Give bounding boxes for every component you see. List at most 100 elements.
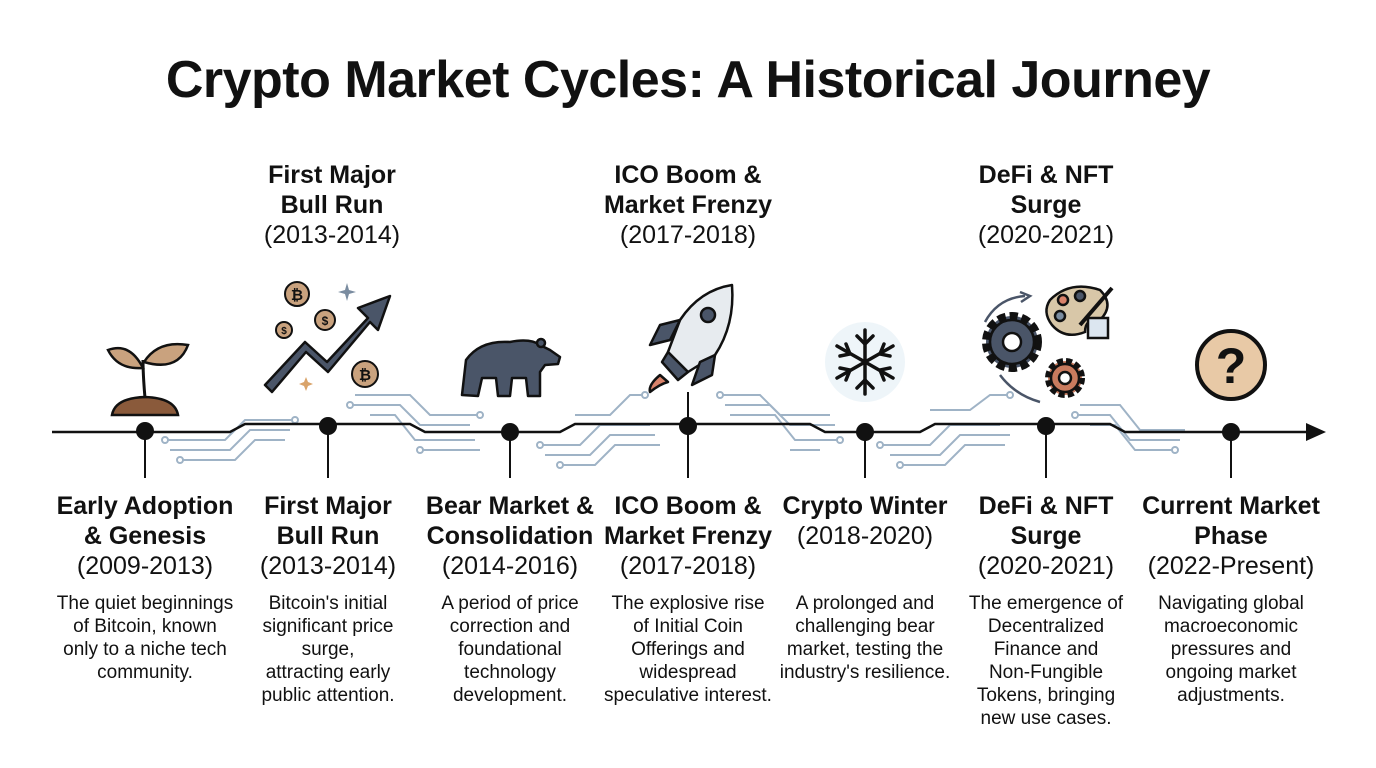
rising-chart-icon: ₿ $ $ ₿ [263,281,392,394]
coin-icon [351,360,379,388]
description-line: development. [452,685,568,706]
description-line: Tokens, bringing [976,685,1116,706]
milestone-years: (2022-Present) [1147,552,1315,580]
node-3 [501,423,519,441]
milestone-2-description: Bitcoin's initial significant price surg… [238,592,418,707]
milestone-name: Surge [1010,522,1082,550]
svg-text:₿: ₿ [291,287,303,304]
circuit-3 [536,391,660,469]
highlight-years: (2017-2018) [619,221,757,249]
milestone-1-description: The quiet beginnings of Bitcoin, known o… [55,592,235,684]
milestone-3-title: Bear Market & Consolidation (2014-2016) [420,491,600,581]
svg-text:$: $ [281,326,287,337]
svg-text:?: ? [1216,338,1247,394]
node-7 [1222,423,1240,441]
milestone-name: Bear Market & [425,492,595,520]
question-icon: ? [1195,329,1267,401]
description-line: The quiet beginnings [56,593,234,614]
sprout-icon [106,342,190,417]
gears-palette-icon [982,285,1114,404]
milestone-6-title: DeFi & NFT Surge (2020-2021) [956,491,1136,581]
description-line: correction and [449,616,571,637]
circuit-5 [876,391,1014,469]
description-line: new use cases. [980,708,1112,729]
milestone-years: (2014-2016) [441,552,579,580]
milestone-name: First Major [264,492,392,520]
milestone-7-description: Navigating global macroeconomic pressure… [1141,592,1321,707]
highlight-name: First Major [268,161,396,189]
svg-text:₿: ₿ [359,367,371,384]
highlight-defi-nft: DeFi & NFT Surge (2020-2021) [951,160,1141,250]
milestone-name: Current Market [1142,492,1320,520]
description-line: challenging bear [795,616,935,637]
milestone-6-description: The emergence of Decentralized Finance a… [956,592,1136,730]
snowflake-icon [825,322,905,402]
milestone-name: Consolidation [426,522,594,550]
bear-icon [460,337,562,398]
milestone-7-title: Current Market Phase (2022-Present) [1141,491,1321,581]
description-line: Bitcoin's initial [268,593,388,614]
description-line: significant price [262,616,394,637]
description-line: Finance and [993,639,1099,660]
description-line: of Initial Coin [633,616,743,637]
milestone-name: Phase [1194,522,1268,550]
milestone-years: (2020-2021) [977,552,1115,580]
highlight-years: (2013-2014) [263,221,401,249]
milestone-years: (2017-2018) [619,552,757,580]
description-line: surge, [301,639,355,660]
highlight-name: Market Frenzy [603,191,773,219]
node-5 [856,423,874,441]
description-line: A prolonged and [795,593,935,614]
svg-text:$: $ [322,314,329,328]
milestone-4-description: The explosive rise of Initial Coin Offer… [596,592,780,707]
milestone-1-title: Early Adoption & Genesis (2009-2013) [55,491,235,581]
description-line: market, testing the [786,639,944,660]
gear-icon [1045,358,1085,398]
description-line: attracting early [265,662,391,683]
page-title: Crypto Market Cycles: A Historical Journ… [165,51,1211,109]
rocket-icon [648,283,734,394]
circuit-4 [716,391,844,451]
milestone-4-title: ICO Boom & Market Frenzy (2017-2018) [598,491,778,581]
milestone-name: Early Adoption [56,492,234,520]
highlight-name: DeFi & NFT [978,161,1114,189]
description-line: A period of price [441,593,579,614]
highlight-bull-run: First Major Bull Run (2013-2014) [237,160,427,250]
coin-icon [314,309,336,331]
description-line: foundational [458,639,562,660]
description-line: adjustments. [1177,685,1285,706]
description-line: public attention. [261,685,395,706]
description-line: widespread [639,662,737,683]
highlight-years: (2020-2021) [977,221,1115,249]
milestone-name: ICO Boom & [614,492,762,520]
milestone-name: Bull Run [276,522,380,550]
description-line: community. [97,662,193,683]
description-line: Non-Fungible [988,662,1104,683]
timeline-arrowhead [1306,423,1326,441]
description-line: only to a niche tech [63,639,227,660]
milestone-years: (2018-2020) [796,522,934,550]
highlight-name: ICO Boom & [614,161,762,189]
circuit-traces [161,391,1185,469]
coin-icon [284,281,310,307]
node-1 [136,422,154,440]
description-line: industry's resilience. [779,662,951,683]
highlight-ico-boom: ICO Boom & Market Frenzy (2017-2018) [593,160,783,250]
node-4 [679,417,697,435]
milestone-name: & Genesis [83,522,207,550]
milestone-years: (2013-2014) [259,552,397,580]
description-line: technology [464,662,556,683]
milestone-5-title: Crypto Winter (2018-2020) [775,491,955,551]
milestone-5-description: A prolonged and challenging bear market,… [773,592,957,684]
gear-icon [982,312,1042,372]
milestone-name: DeFi & NFT [978,492,1114,520]
node-6 [1037,417,1055,435]
description-line: ongoing market [1165,662,1297,683]
milestone-name: Crypto Winter [782,492,948,520]
description-line: The explosive rise [611,593,765,614]
circuit-2 [346,394,484,454]
milestone-3-description: A period of price correction and foundat… [420,592,600,707]
description-line: The emergence of [968,593,1124,614]
description-line: Navigating global [1158,593,1304,614]
